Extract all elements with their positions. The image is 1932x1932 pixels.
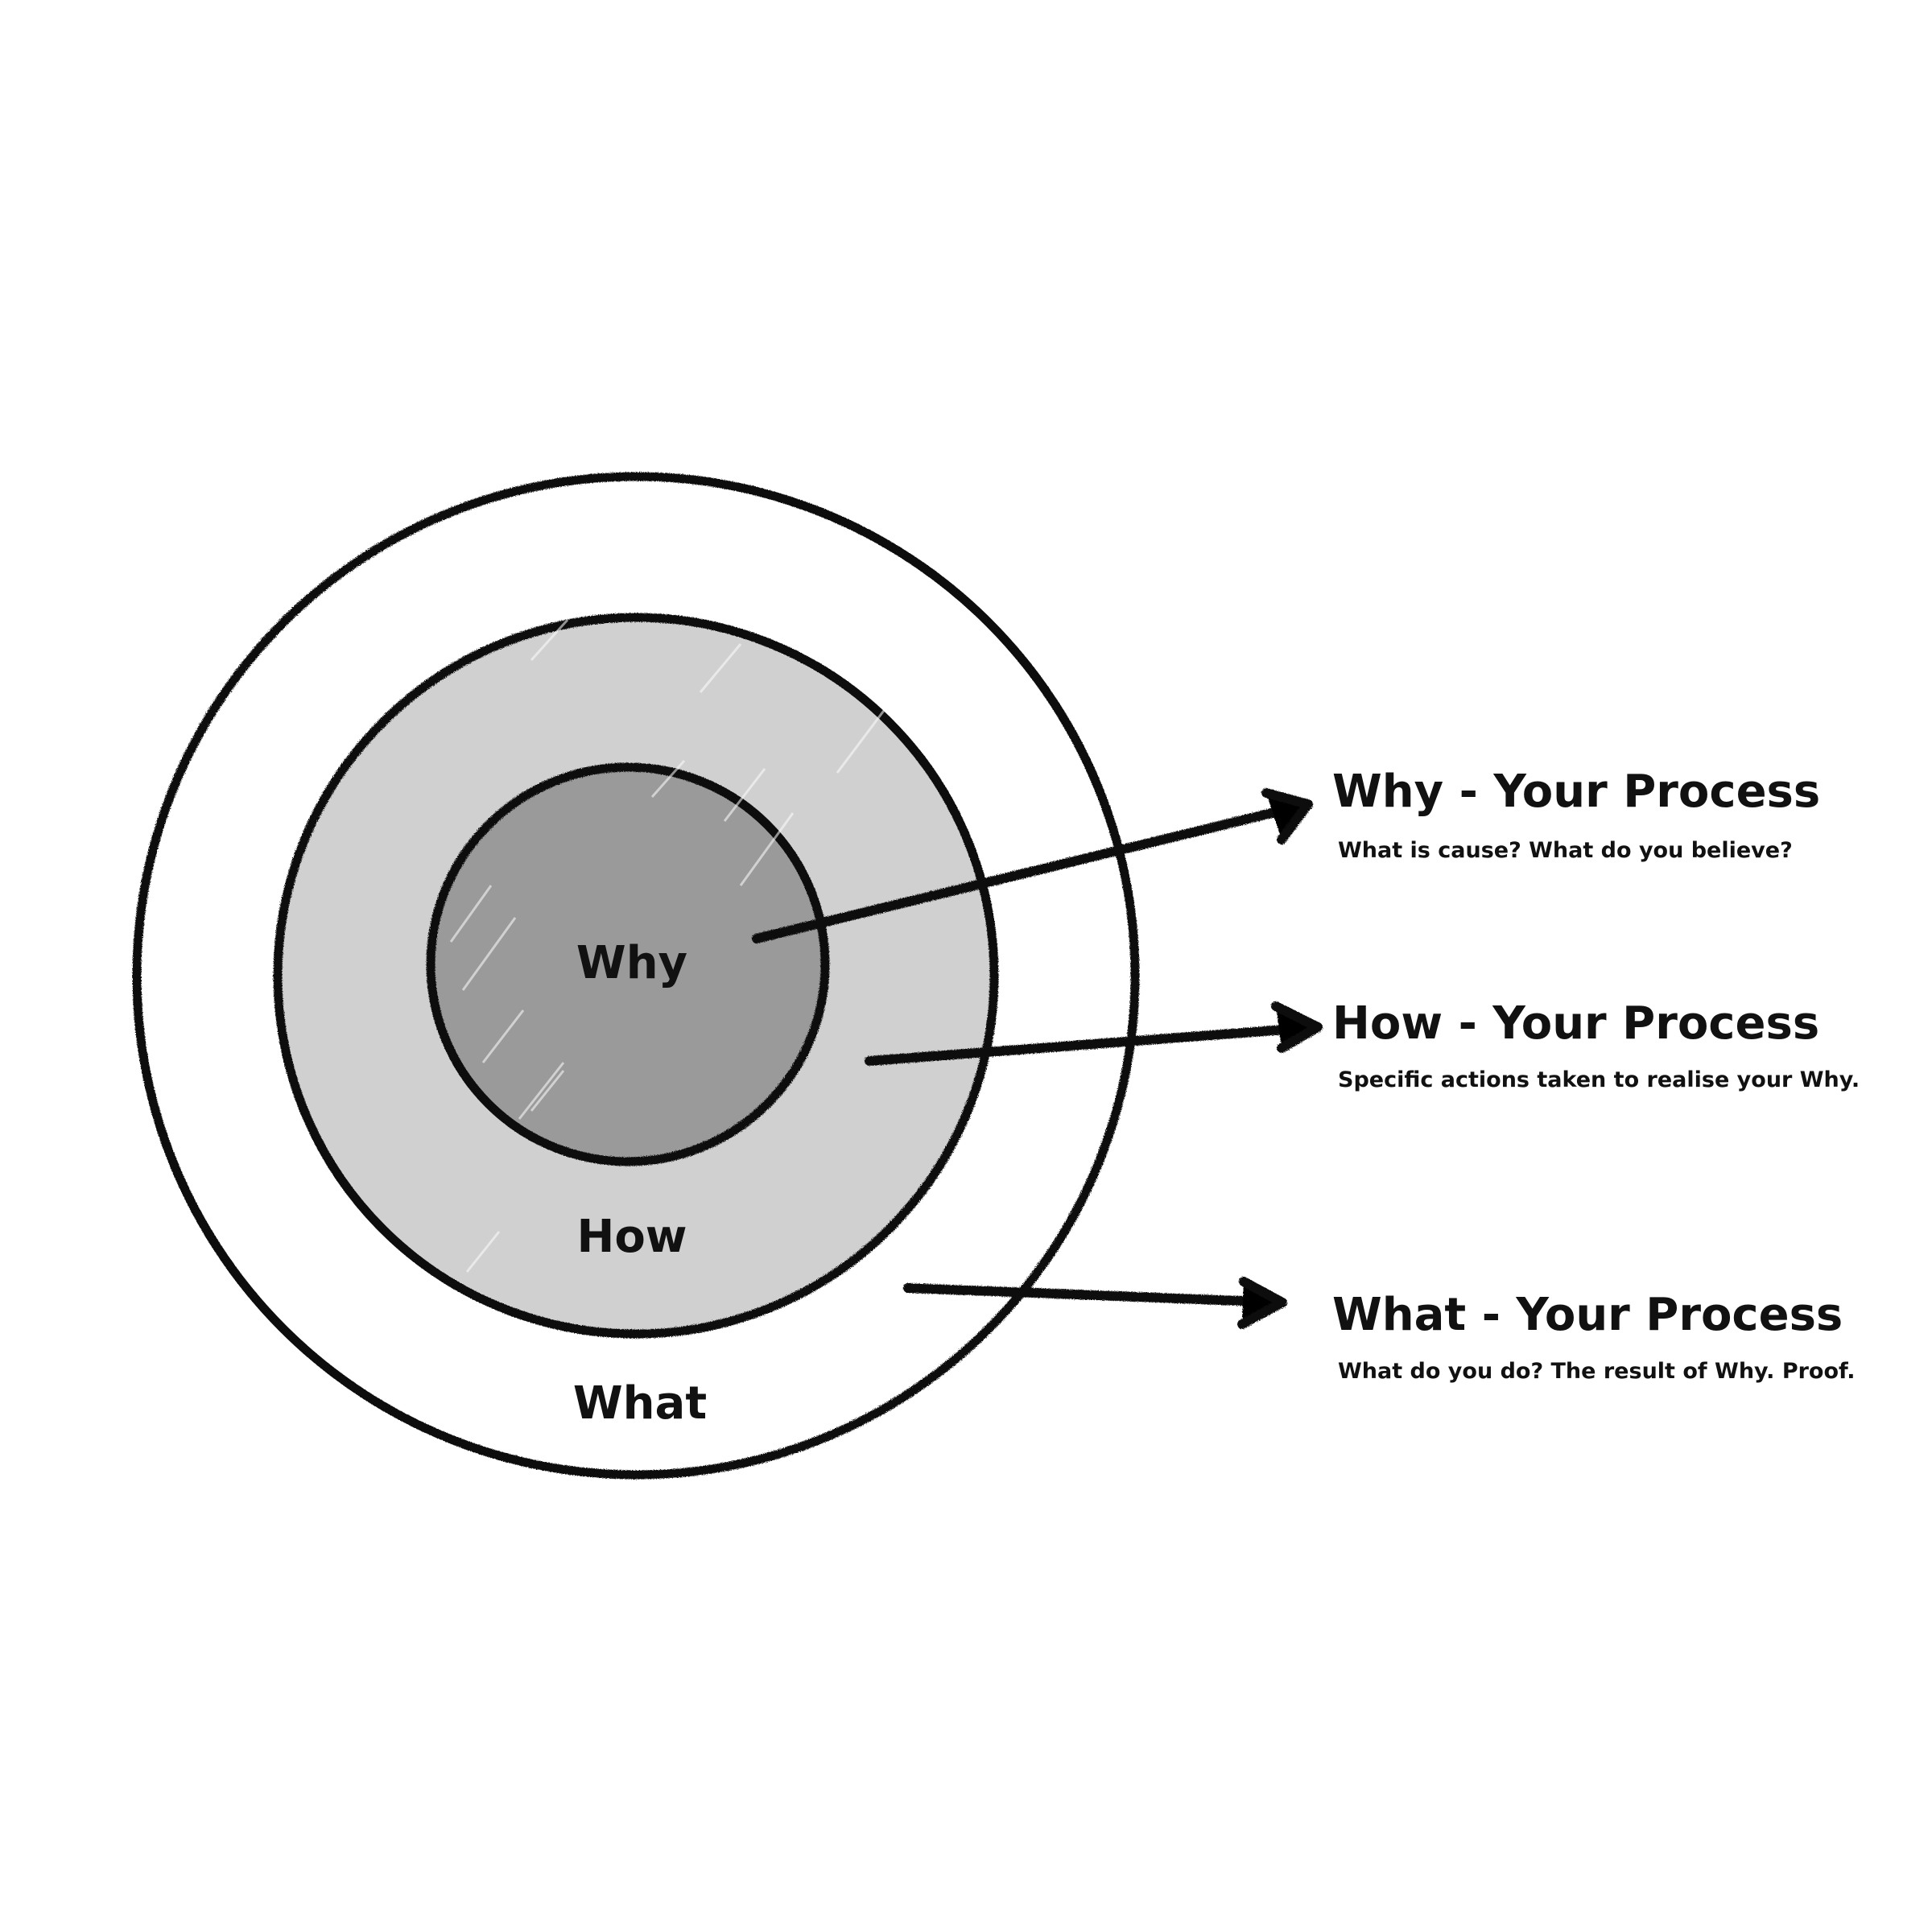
why-callout-title: Why - Your Process xyxy=(1332,766,1820,818)
circle-group xyxy=(132,472,1140,1480)
what-callout-title: What - Your Process xyxy=(1332,1289,1843,1341)
why-label: Why xyxy=(576,937,687,989)
how-callout-title: How - Your Process xyxy=(1332,997,1819,1050)
arrow-group xyxy=(752,788,1323,1329)
arrow-how xyxy=(865,1001,1323,1066)
why-callout-description: What is cause? What do you believe? xyxy=(1338,838,1793,863)
arrow-why xyxy=(752,788,1313,943)
arrow-what xyxy=(903,1277,1287,1329)
inner-circle-why xyxy=(426,762,830,1166)
how-label: How xyxy=(576,1211,687,1263)
what-label: What xyxy=(573,1377,707,1430)
what-callout-description: What do you do? The result of Why. Proof… xyxy=(1338,1359,1856,1384)
how-callout-description: Specific actions taken to realise your W… xyxy=(1338,1067,1860,1092)
shading-hatch xyxy=(449,618,887,1273)
